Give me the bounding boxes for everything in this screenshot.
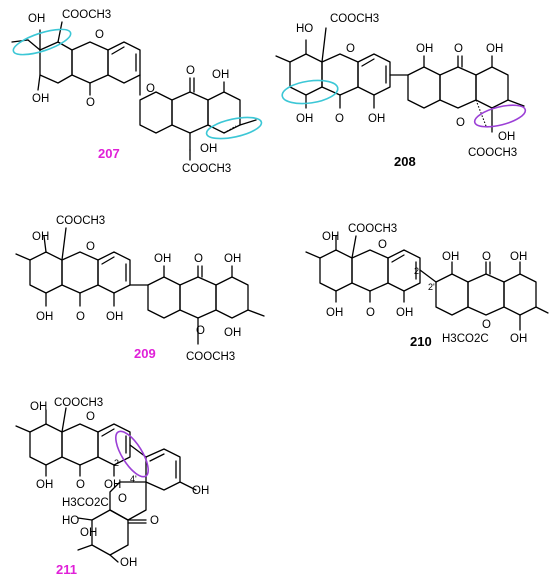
- label: OH: [224, 327, 241, 339]
- label: H3CO2C: [442, 333, 489, 345]
- label: OH: [28, 13, 45, 25]
- label: O: [194, 253, 203, 265]
- compound-210-bonds: [305, 235, 549, 331]
- compound-211-bonds: [15, 407, 197, 563]
- compound-208: HO COOCH3 O OH O OH OH O OH O OH COOCH3 …: [275, 13, 527, 169]
- label: OH: [498, 131, 515, 143]
- compound-207-bonds: [11, 21, 257, 161]
- label: O: [150, 515, 159, 527]
- compound-209-bonds: [15, 227, 265, 345]
- label: O: [146, 83, 155, 95]
- compound-id: 208: [394, 154, 416, 169]
- label: HO: [296, 23, 313, 35]
- label: OH: [120, 557, 137, 569]
- highlight-cyan: [205, 116, 263, 140]
- label: O: [95, 29, 104, 41]
- label: OH: [296, 113, 313, 125]
- label: OH: [80, 527, 97, 539]
- label: O: [454, 43, 463, 55]
- label: O: [76, 479, 85, 491]
- label: COOCH3: [56, 215, 105, 227]
- compound-id: 207: [98, 146, 120, 161]
- label: 2': [428, 282, 435, 292]
- label: H3CO2C: [62, 497, 109, 509]
- label: O: [76, 311, 85, 323]
- label: OH: [200, 143, 217, 155]
- label: COOCH3: [186, 351, 235, 363]
- compound-id: 210: [410, 334, 432, 349]
- highlight-violet: [115, 430, 149, 478]
- compound-211: OH COOCH3 O 2 4' OH O OH OH H3CO2C O HO …: [15, 397, 209, 577]
- label: O: [86, 241, 95, 253]
- label: O: [482, 319, 491, 331]
- label: COOCH3: [62, 9, 111, 21]
- compound-209: OH COOCH3 O OH O OH OH O OH O OH COOCH3 …: [15, 215, 265, 363]
- label: O: [335, 113, 344, 125]
- label: OH: [416, 43, 433, 55]
- highlight-cyan: [12, 28, 72, 56]
- label: 2: [114, 458, 119, 468]
- label: OH: [442, 251, 459, 263]
- label: O: [86, 97, 95, 109]
- label: O: [346, 43, 355, 55]
- compound-id: 209: [134, 346, 156, 361]
- label: OH: [104, 479, 121, 491]
- label: OH: [32, 231, 49, 243]
- compound-210: OH COOCH3 O 2 2' OH O OH OH O OH O H3CO2…: [305, 223, 549, 349]
- label: COOCH3: [468, 147, 517, 159]
- label: O: [456, 117, 465, 129]
- label: O: [186, 65, 195, 77]
- highlight-cyan: [281, 79, 339, 105]
- label: 4': [130, 474, 137, 484]
- compound-208-bonds: [275, 27, 525, 133]
- label: OH: [510, 251, 527, 263]
- label: OH: [30, 401, 47, 413]
- label: OH: [510, 333, 527, 345]
- label: O: [86, 411, 95, 423]
- label: O: [366, 307, 375, 319]
- label: COOCH3: [348, 223, 397, 235]
- label: OH: [326, 307, 343, 319]
- compound-id: 211: [56, 562, 77, 577]
- label: OH: [106, 311, 123, 323]
- label: COOCH3: [54, 397, 103, 409]
- label: OH: [36, 311, 53, 323]
- label: OH: [154, 253, 171, 265]
- label: OH: [396, 307, 413, 319]
- label: 2: [414, 266, 419, 276]
- label: OH: [32, 93, 49, 105]
- compound-207: OH COOCH3 O OH O O OH O OH COOCH3 207: [11, 9, 263, 175]
- label: OH: [36, 479, 53, 491]
- label: OH: [486, 43, 503, 55]
- label: COOCH3: [330, 13, 379, 25]
- highlight-violet: [473, 104, 527, 128]
- label: OH: [368, 113, 385, 125]
- label: O: [378, 239, 387, 251]
- label: O: [482, 251, 491, 263]
- label: OH: [322, 231, 339, 243]
- label: OH: [224, 253, 241, 265]
- label: COOCH3: [182, 163, 231, 175]
- label: O: [196, 325, 205, 337]
- label: O: [118, 493, 127, 505]
- label: OH: [212, 69, 229, 81]
- label: HO: [62, 515, 79, 527]
- label: OH: [192, 485, 209, 497]
